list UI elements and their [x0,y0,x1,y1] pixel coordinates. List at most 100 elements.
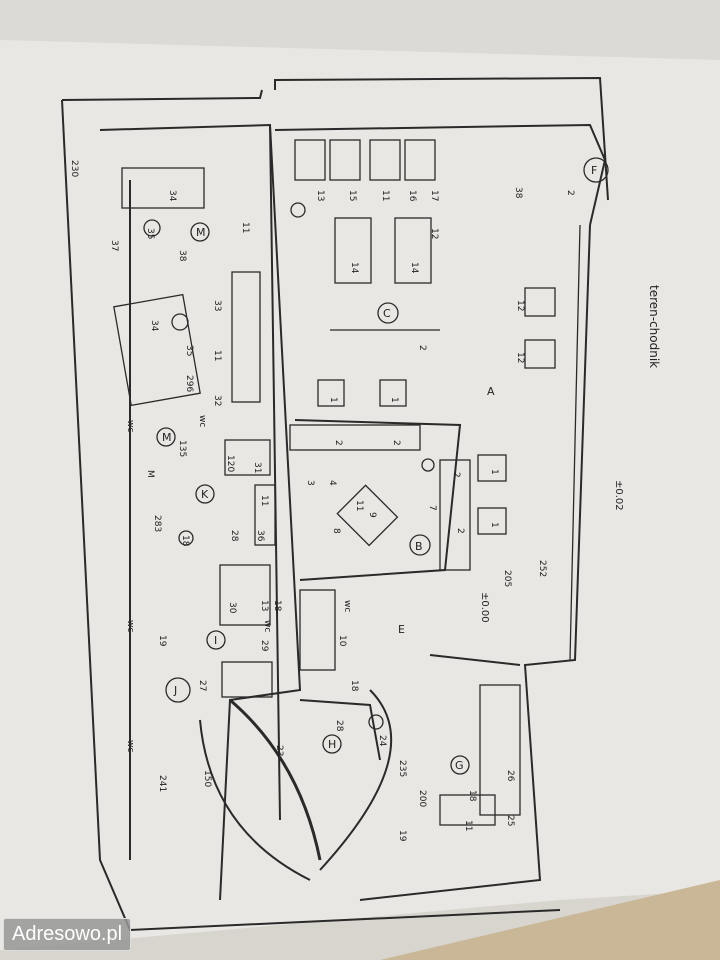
dimension-number: M [145,470,155,478]
dimension-number: 1 [389,397,399,403]
dimension-number: 13 [315,190,325,201]
dimension-number: 18 [349,680,359,692]
dimension-number: 14 [349,262,359,274]
dimension-number: 12 [515,352,525,363]
dimension-number: 2 [565,190,575,196]
dimension-number: 34 [167,190,177,202]
dimension-number: 35 [184,345,194,356]
plan-labels: A B C E F G I J K M M H teren-chodnik ±0… [162,164,661,772]
dimension-number: 2 [417,345,427,351]
dimension-number: 11 [380,190,390,201]
dimension-number: 230 [69,160,79,177]
room-label-K: K [201,488,209,501]
dimension-number: 3 [305,480,315,486]
dimension-number: 150 [202,770,212,787]
dimension-number: 35 [145,228,155,239]
room-label-C: C [383,307,391,320]
dimension-number: 17 [429,190,439,201]
dimension-number: 14 [409,262,419,274]
dimension-number: 241 [157,775,167,792]
room-label-B: B [415,540,423,553]
dimension-number: 120 [225,455,235,472]
dimension-number: 11 [354,500,364,511]
dimension-number: 2 [451,472,461,478]
dimension-number: 36 [255,530,265,542]
dimension-number: 31 [252,462,262,473]
dimension-number: 25 [505,815,515,826]
wc-label: wc [197,415,207,427]
walls [61,76,609,932]
dimension-number: 18 [180,535,190,547]
dimension-number: 29 [259,640,269,652]
dimension-number: 34 [149,320,159,332]
dimension-number: 235 [397,760,407,777]
room-label-M: M [196,226,206,239]
dimension-number: 30 [227,602,237,614]
dimension-number: 205 [502,570,512,587]
room-label-I: I [214,634,217,647]
watermark: Adresowo.pl [3,918,132,951]
room-label-H: H [328,738,336,751]
dimension-number: 11 [212,350,222,361]
dimension-number: 1 [328,397,338,403]
wc-label: wc [125,740,135,752]
wc-label: wc [125,620,135,632]
dimension-number: 24 [377,735,387,747]
dimension-number: 23 [274,745,284,756]
room-label-M-2: M [162,431,172,444]
dimension-number: 27 [197,680,207,691]
dimension-number: 1 [489,469,499,475]
dimension-number: 2 [391,440,401,446]
room-label-G: G [455,759,464,772]
dimension-number: 26 [505,770,515,782]
dimension-number: 8 [331,528,341,534]
exterior-label: teren-chodnik [647,285,661,368]
dimension-number: 283 [152,515,162,532]
dimension-number: 11 [240,222,250,233]
dimension-number: 13 [259,600,269,611]
dimension-number: 4 [327,480,337,486]
fixtures [113,139,609,826]
room-label-F: F [591,164,597,177]
dimension-number: 18 [467,790,477,802]
dimension-number: 200 [417,790,427,807]
dimension-number: 19 [397,830,407,842]
dimension-number: 38 [177,250,187,262]
wc-label: wc [342,600,352,612]
floor-tiles [380,880,720,960]
dimension-number: 15 [347,190,357,201]
dimension-number: 9 [367,512,377,518]
dimension-number: 12 [429,228,439,239]
dimension-number: 7 [427,505,437,511]
dimension-number: 12 [515,300,525,311]
dimension-number: 28 [334,720,344,732]
dimension-number: 11 [463,820,473,831]
level-label-1: ±0.02 [613,480,624,511]
dimension-number: 296 [184,375,194,392]
dimension-number: 37 [109,240,119,251]
dimension-number: 16 [407,190,417,202]
room-label-A: A [487,385,495,398]
dimension-number: 135 [177,440,187,457]
dimension-number: 19 [157,635,167,647]
dimension-number: 28 [229,530,239,542]
dimension-number: 1 [489,522,499,528]
dimension-number: 10 [337,635,347,647]
wc-label: wc [262,620,272,632]
level-label-2: ±0.00 [479,592,490,623]
paper-fold-shadow [0,0,720,60]
dimension-number: 18 [272,600,282,612]
room-label-J: J [173,684,177,697]
dimension-number: 2 [455,528,465,534]
dimension-number: 252 [537,560,547,577]
dimension-number: 2 [333,440,343,446]
dimension-number: 38 [513,187,523,199]
dimension-number: 33 [212,300,222,311]
room-label-E: E [398,623,405,636]
dimension-number: 11 [259,495,269,506]
dimension-number: 32 [212,395,222,406]
wc-label: wc [125,420,135,432]
